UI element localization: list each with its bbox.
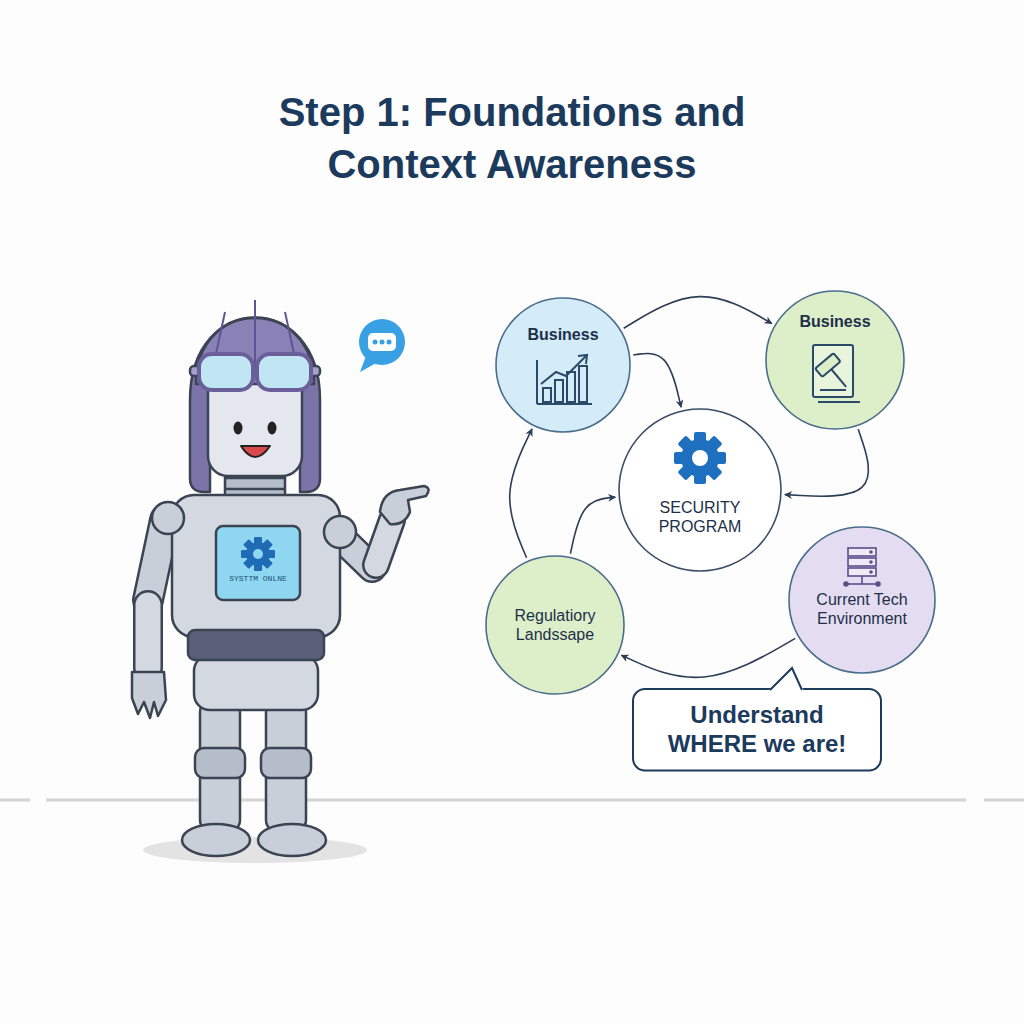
circle-shape [246, 542, 270, 566]
flow-arrow [621, 638, 795, 677]
line-shape [984, 799, 1024, 802]
title: Step 1: Foundations and Context Awarenes… [212, 86, 812, 190]
flow-arrow [633, 353, 681, 407]
ellipse-shape [182, 824, 250, 856]
shadow [143, 837, 367, 863]
node-label: Regulatiory Landssape [499, 606, 611, 644]
rect-shape [195, 748, 245, 778]
line-shape [338, 535, 372, 568]
security-program-circle-outline [618, 408, 782, 572]
business-circle-outline [765, 290, 905, 430]
rect-shape [216, 526, 300, 600]
tech-environment-circle: Current Tech Environment [788, 526, 936, 674]
bubble-tail [768, 668, 804, 691]
circle-shape [387, 340, 392, 345]
circle-shape [380, 340, 385, 345]
circle-shape [789, 527, 935, 673]
bubble-shape [633, 689, 881, 771]
title-block: Step 1: Foundations and Context Awarenes… [0, 86, 1024, 190]
rect-shape [261, 748, 311, 778]
regulatory-circle: Regulatiory Landssape [485, 555, 625, 695]
line-shape [225, 488, 285, 491]
line-shape [0, 799, 30, 802]
rect-shape [254, 537, 262, 571]
ellipse-shape [234, 422, 243, 435]
g-shape [241, 537, 275, 571]
rect-shape [243, 539, 273, 569]
polygon-shape [768, 668, 804, 691]
rect-shape [225, 466, 285, 500]
rect-shape [194, 655, 318, 710]
circle-shape [359, 319, 405, 365]
rect-shape [241, 550, 275, 558]
line-shape [133, 605, 163, 668]
circle-shape [324, 516, 356, 548]
line-shape [148, 520, 165, 600]
path-shape [360, 356, 378, 372]
circle-shape [496, 298, 630, 432]
security-program-circle: SECURITY PROGRAM [618, 408, 782, 572]
line-shape [148, 520, 165, 600]
rect-shape [243, 539, 273, 569]
rect-shape [172, 495, 340, 637]
line-shape [376, 520, 392, 565]
line-shape [285, 312, 298, 372]
node-label: SECURITY PROGRAM [640, 498, 760, 536]
business-circle-outline [495, 297, 631, 433]
rect-shape [199, 354, 253, 390]
line-shape [225, 477, 285, 480]
circle-shape [486, 556, 624, 694]
node-label: Current Tech Environment [802, 590, 922, 628]
line-shape [136, 605, 161, 668]
node-label: Understand WHERE we are! [652, 701, 862, 759]
path-shape [241, 446, 270, 457]
circle-shape [766, 291, 904, 429]
ellipse-shape [258, 824, 326, 856]
path-shape [380, 486, 429, 524]
rect-shape [190, 366, 320, 376]
rect-shape [368, 333, 396, 351]
path-shape [132, 672, 166, 718]
line-shape [376, 520, 392, 565]
flow-arrow [785, 429, 869, 496]
robot [132, 300, 429, 856]
line-shape [338, 535, 372, 568]
screen-text: SYSTTM ONLNE [218, 574, 298, 583]
circle-shape [373, 340, 378, 345]
path-shape [190, 318, 320, 493]
flow-arrow [570, 497, 615, 553]
rect-shape [200, 700, 240, 832]
rect-shape [208, 372, 302, 476]
chat-icon [359, 319, 405, 372]
line-shape [46, 799, 966, 802]
node-label: Business [799, 312, 870, 331]
circle-shape [619, 409, 781, 571]
path-shape [196, 318, 314, 384]
ellipse-shape [268, 422, 277, 435]
business-circle: Business [495, 297, 631, 433]
floor [0, 799, 1024, 802]
node-label: Business [527, 325, 598, 344]
circle-shape [152, 502, 184, 534]
rect-shape [266, 700, 306, 832]
line-shape [212, 312, 225, 372]
speech-bubble: Understand WHERE we are! [632, 688, 882, 772]
flow-arrow [624, 297, 772, 329]
rect-shape [188, 630, 324, 660]
flow-arrow [510, 429, 532, 558]
circle-shape [253, 549, 263, 559]
line-shape [254, 300, 256, 372]
rect-shape [257, 354, 311, 390]
regulatory-circle-outline [485, 555, 625, 695]
business-circle: Business [765, 290, 905, 430]
polyline-shape [770, 668, 802, 690]
